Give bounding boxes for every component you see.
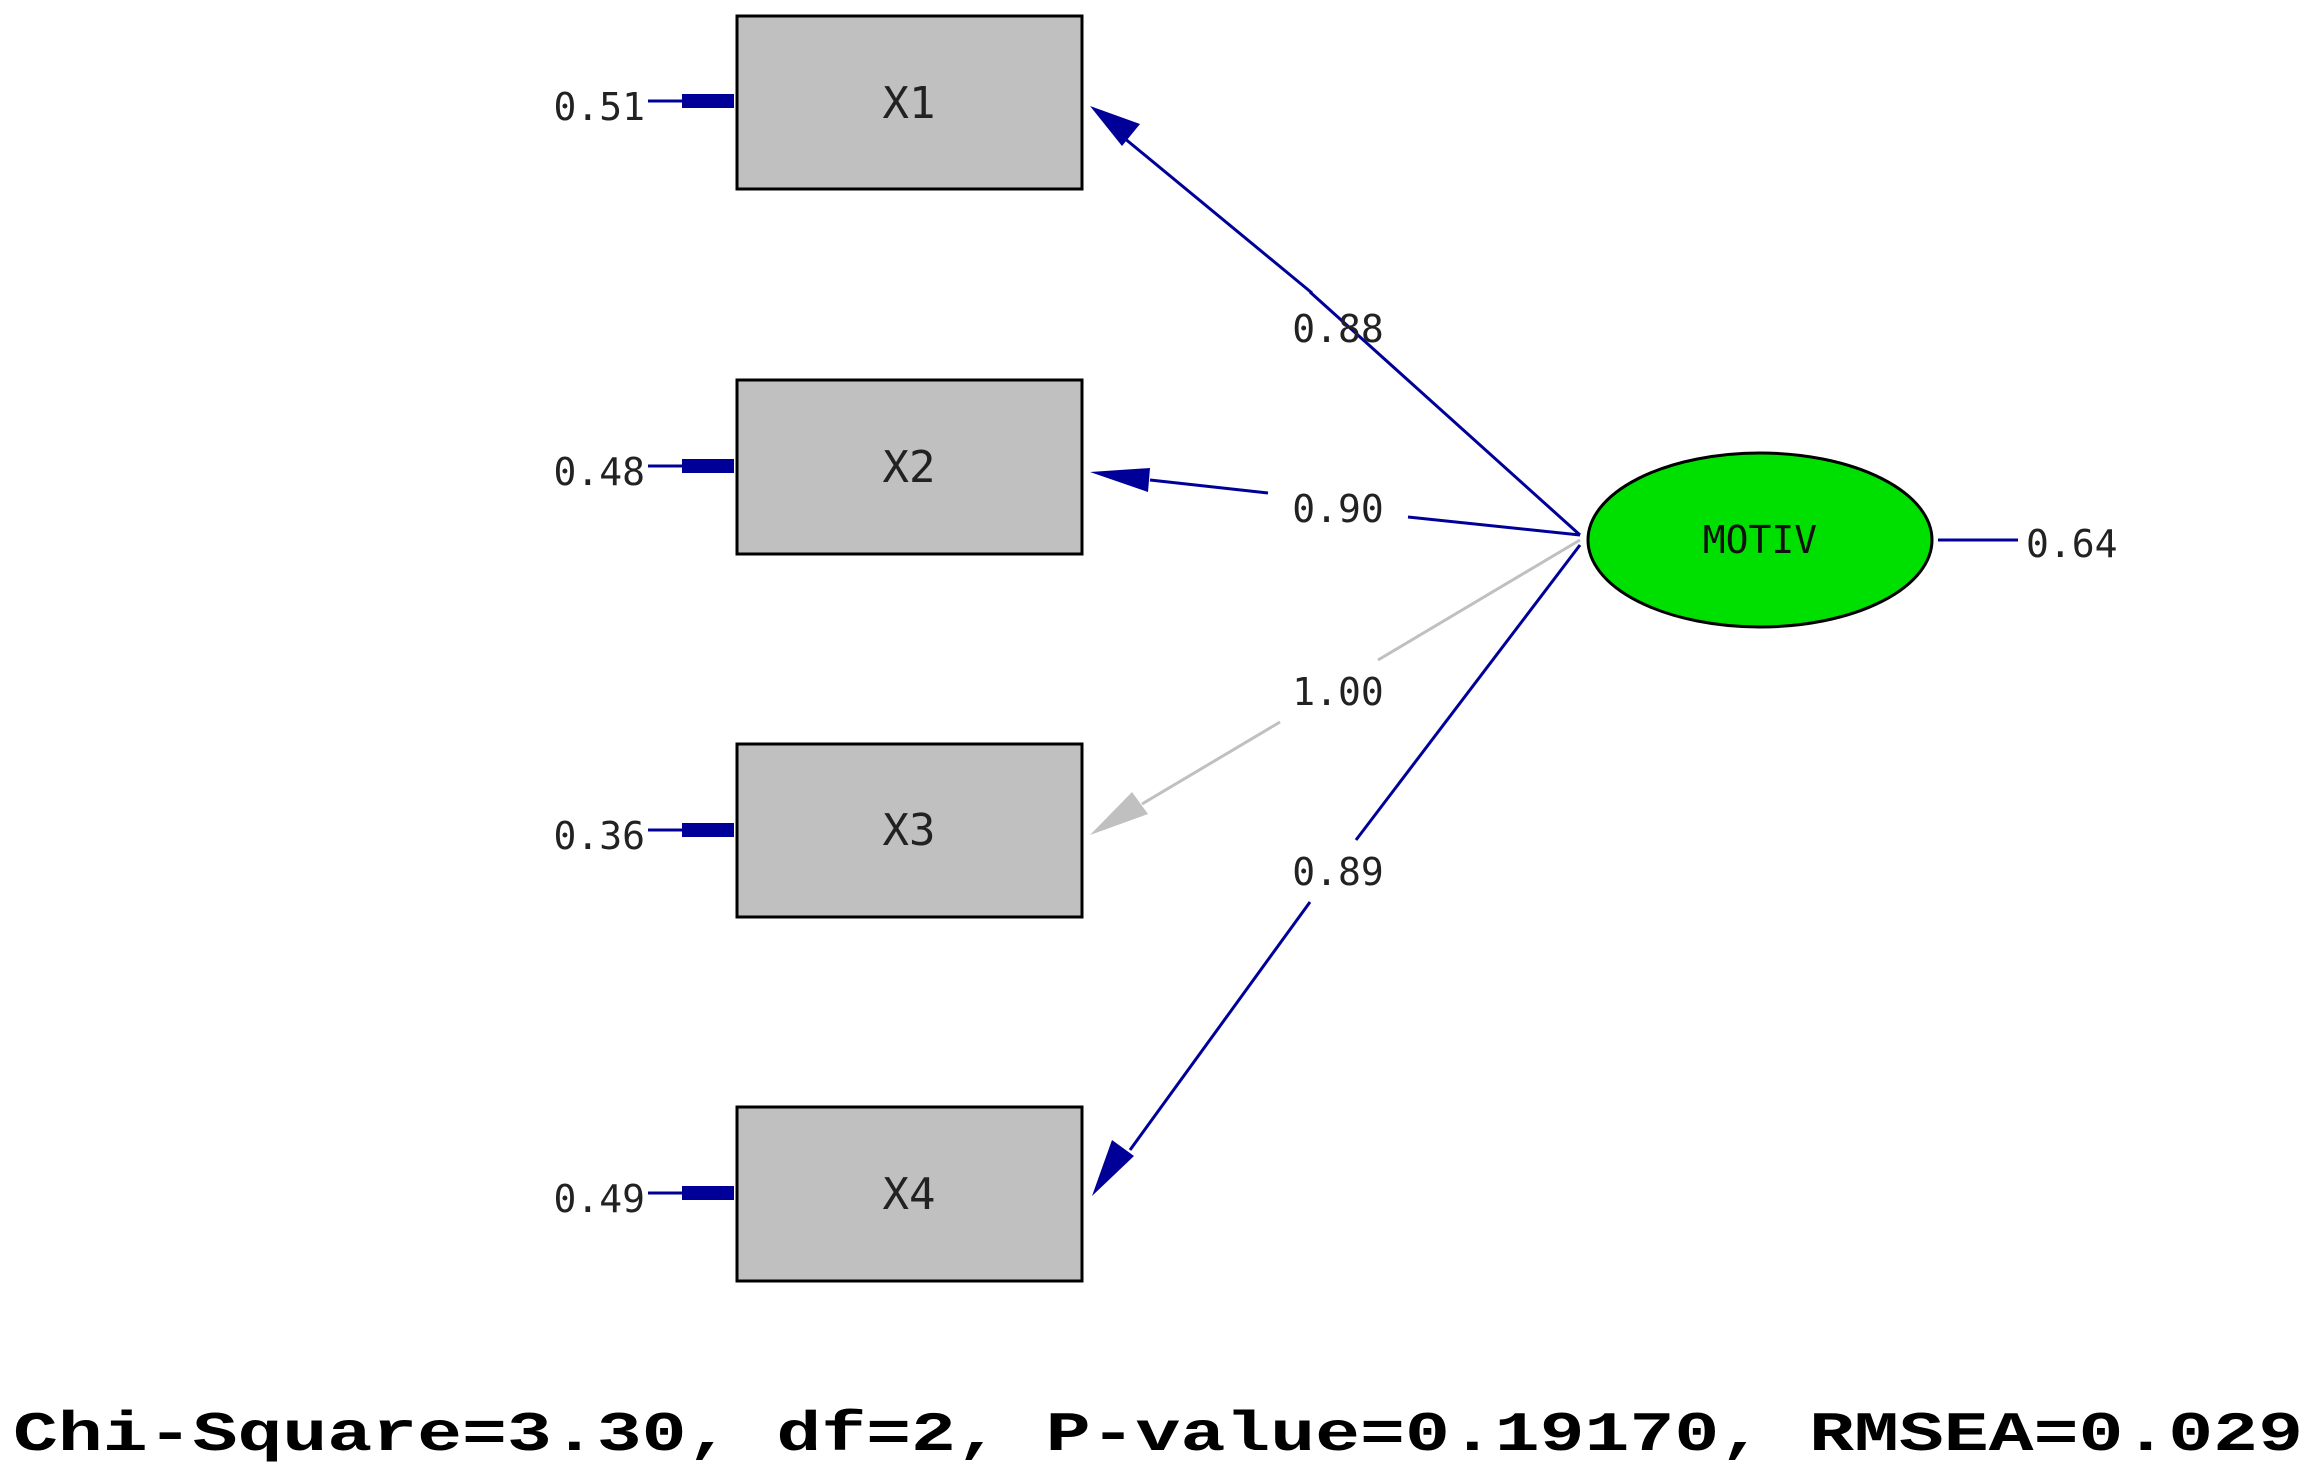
error-variance-x2: 0.48: [553, 450, 645, 494]
indicator-box-x4: [735, 1105, 1084, 1283]
indicator-label-x3: X3: [883, 805, 936, 856]
indicator-label-x4: X4: [883, 1169, 936, 1220]
loading-path-x4-lower: [1128, 901, 1312, 1151]
loading-value-x3: 1.00: [1292, 670, 1384, 714]
fit-statistics: Chi-Square=3.30, df=2, P-value=0.19170, …: [13, 1403, 2303, 1467]
loading-value-x2: 0.90: [1292, 487, 1384, 531]
latent-ellipse: [1586, 451, 1934, 629]
loading-path-x2-right: [1407, 515, 1581, 537]
latent-label: MOTIV: [1703, 518, 1817, 562]
indicator-label-x2: X2: [883, 442, 936, 493]
indicator-box-x1: [735, 14, 1084, 191]
loading-path-x3-left: [1141, 720, 1281, 806]
indicator-box-x2: [735, 378, 1084, 556]
latent-variance-value: 0.64: [2026, 522, 2118, 566]
loading-path-x4-upper: [1354, 544, 1582, 841]
error-variance-x3: 0.36: [553, 814, 645, 858]
indicator-label-x1: X1: [883, 78, 936, 129]
loading-value-x4: 0.89: [1292, 850, 1384, 894]
arrowhead-x2: [1090, 468, 1150, 492]
error-variance-x1: 0.51: [553, 85, 645, 129]
error-arrowhead-x2: [682, 459, 734, 473]
arrowhead-x4: [1092, 1140, 1134, 1196]
error-variance-values: 0.51 0.48 0.36 0.49: [553, 85, 645, 1221]
loading-value-x1: 0.88: [1292, 307, 1384, 351]
loading-values: 0.88 0.90 1.00 0.89: [1292, 307, 1384, 894]
arrowhead-x3: [1090, 792, 1148, 835]
error-arrowhead-x3: [682, 823, 734, 837]
loading-path-x2-left: [1149, 478, 1269, 495]
arrowhead-x1: [1090, 106, 1140, 146]
error-variance-x4: 0.49: [553, 1177, 645, 1221]
loading-path-x1-upper: [1111, 126, 1313, 295]
loading-path-x3-right: [1377, 538, 1581, 662]
loading-paths: [1090, 106, 1582, 1196]
error-arrowhead-x1: [682, 94, 734, 108]
loading-path-x1: [1308, 290, 1582, 537]
indicator-boxes: X1 X2 X3 X4: [735, 14, 1084, 1283]
error-arrows: [648, 94, 734, 1200]
error-arrowhead-x4: [682, 1186, 734, 1200]
indicator-box-x3: [735, 742, 1084, 919]
